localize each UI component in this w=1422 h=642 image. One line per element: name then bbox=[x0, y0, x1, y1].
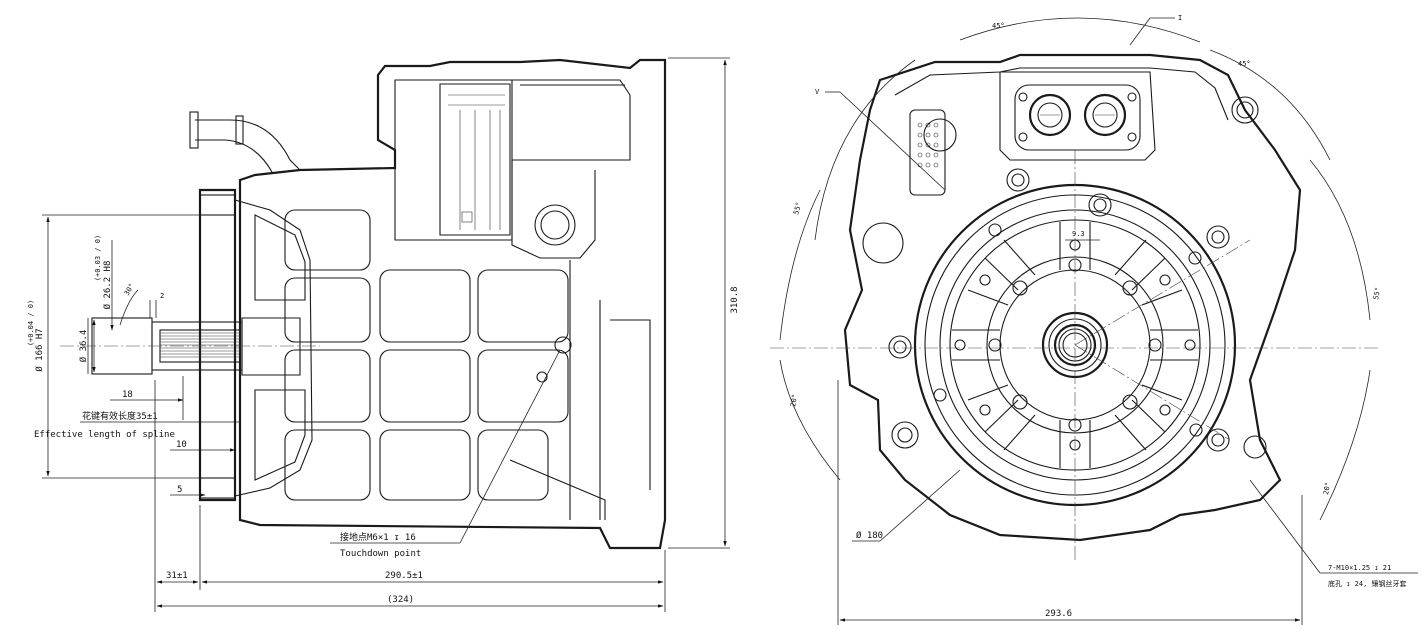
hv-connector-housing bbox=[999, 71, 1156, 161]
output-shaft bbox=[91, 317, 301, 376]
angle-20-right: 20° bbox=[1322, 481, 1332, 495]
coolant-pipe bbox=[195, 119, 301, 171]
touchdown-bolt bbox=[554, 336, 572, 354]
angle-45-right: 45° bbox=[1238, 60, 1251, 68]
front-flange bbox=[198, 188, 313, 502]
rib-grid bbox=[284, 209, 651, 520]
hv-connector-right bbox=[1083, 93, 1127, 137]
dim-dia-180: Ø 180 bbox=[856, 530, 883, 541]
dim-dia-26-tol: (+0.03 / 0) bbox=[94, 235, 102, 281]
note-touchdown-cn: 接地点M6×1 ↧ 16 bbox=[340, 531, 416, 543]
dim-dia-26: Ø 26.2 H8 bbox=[102, 261, 113, 310]
label-V: V bbox=[815, 88, 820, 96]
note-spline-cn: 花键有效长度35±1 bbox=[82, 410, 158, 422]
boss-ring bbox=[534, 204, 576, 246]
nameplate bbox=[448, 94, 505, 230]
dim-dia-166-tol: (+0.04 / 0) bbox=[27, 300, 35, 346]
dim-dia-166: Ø 166 H7 bbox=[34, 328, 45, 371]
dim-18: 18 bbox=[122, 390, 133, 400]
dim-width: 293.6 bbox=[1045, 609, 1072, 619]
angle-20-left: 20° bbox=[789, 393, 799, 407]
angle-45-top: 45° bbox=[992, 22, 1005, 30]
dim-10: 10 bbox=[176, 440, 187, 450]
front-view: 45° 45° 55° 55° 20° 20° I V 9.3 Ø 180 29… bbox=[770, 14, 1418, 625]
note-spline-en: Effective length of spline bbox=[34, 430, 175, 440]
dim-height-total: 310.8 bbox=[730, 286, 740, 313]
note-holes-1: 7-M10×1.25 ↧ 21 bbox=[1328, 564, 1391, 572]
dim-31: 31±1 bbox=[166, 571, 188, 581]
angle-55-right: 55° bbox=[1372, 286, 1382, 300]
dim-5: 5 bbox=[177, 485, 182, 495]
dim-324: (324) bbox=[387, 595, 414, 605]
breather-cap bbox=[862, 222, 904, 264]
side-view: 310.8 Ø 166 H7 (+0.04 / 0) Ø 36.4 Ø 26.2… bbox=[27, 57, 740, 612]
lv-connector bbox=[909, 109, 946, 196]
end-cover-ribs bbox=[952, 222, 1198, 468]
dim-290: 290.5±1 bbox=[385, 571, 423, 581]
hv-connector-left bbox=[1028, 93, 1072, 137]
label-I: I bbox=[1178, 14, 1182, 22]
note-touchdown-en: Touchdown point bbox=[340, 549, 421, 559]
dim-9-3: 9.3 bbox=[1072, 230, 1085, 238]
angle-55-left: 55° bbox=[792, 201, 803, 215]
note-holes-2: 底孔 ↧ 24, 镶钢丝牙套 bbox=[1328, 579, 1407, 588]
dim-2: 2 bbox=[160, 292, 164, 300]
dim-dia-36: Ø 36.4 bbox=[78, 330, 89, 363]
